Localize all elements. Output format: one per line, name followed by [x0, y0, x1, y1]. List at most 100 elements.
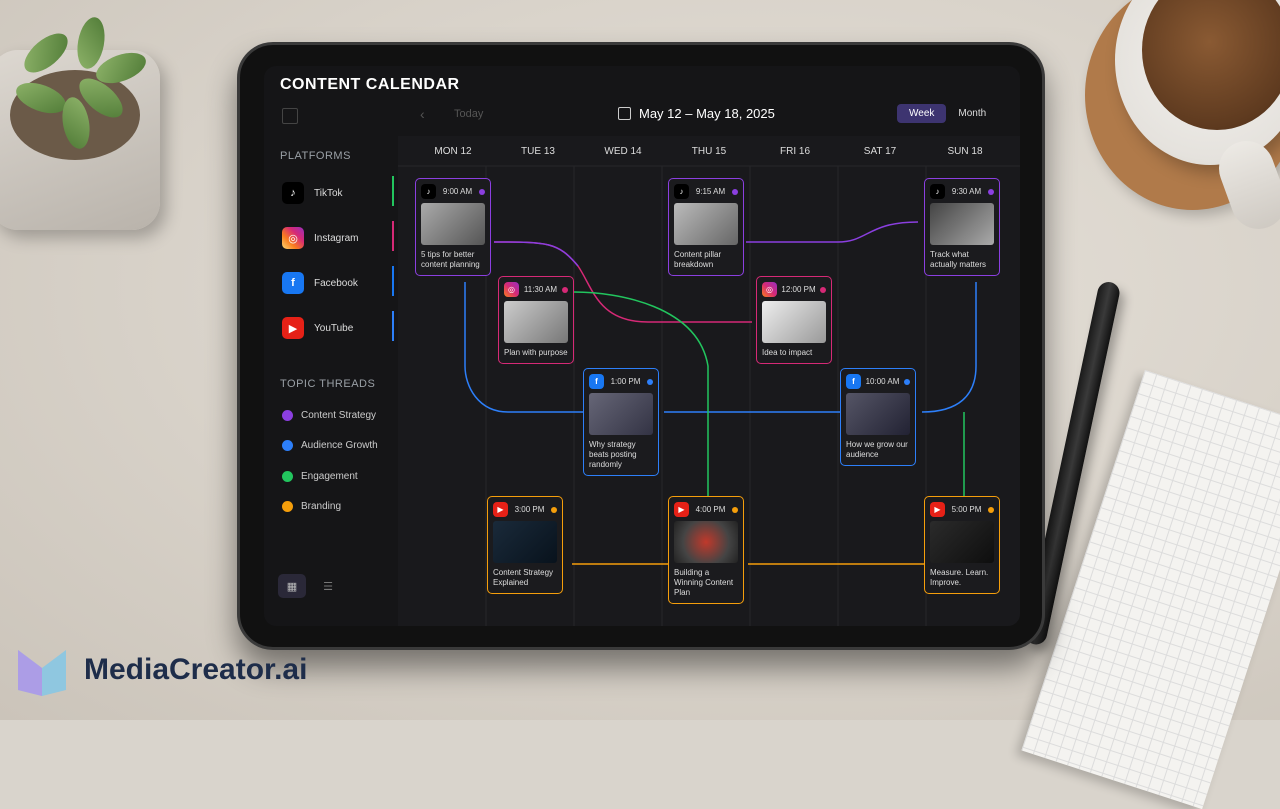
day-header: THU 15 — [691, 146, 727, 157]
status-dot — [550, 506, 557, 513]
platform-label: Instagram — [314, 232, 359, 244]
post-caption: How we grow our audience — [846, 440, 908, 459]
post-thumbnail — [930, 203, 994, 245]
post-card[interactable]: ◎ 12:00 PM Idea to impact — [756, 276, 832, 364]
coffee — [1142, 0, 1280, 130]
sidebar-item-youtube[interactable]: ▶ YouTube — [282, 311, 394, 341]
facebook-icon: f — [282, 272, 304, 294]
post-caption: Building a Winning Content Plan — [674, 568, 734, 597]
tiktok-icon: ♪ — [421, 184, 436, 199]
instagram-icon: ◎ — [504, 282, 519, 297]
sidebar: PLATFORMS ♪ TikTok ◎ Instagram f Faceboo… — [264, 136, 398, 626]
post-caption: 5 tips for better content planning — [421, 250, 480, 269]
calendar-view-icon[interactable]: ▦ — [278, 574, 306, 598]
post-caption: Content Strategy Explained — [493, 568, 554, 587]
sidebar-item-facebook[interactable]: f Facebook — [282, 266, 394, 296]
post-card[interactable]: ▶ 5:00 PM Measure. Learn. Improve. — [924, 496, 1000, 594]
status-dot — [646, 378, 653, 385]
topic-item[interactable]: Audience Growth — [282, 440, 378, 451]
facebook-icon: f — [846, 374, 861, 389]
post-thumbnail — [674, 203, 738, 245]
post-caption: Why strategy beats posting randomly — [589, 440, 637, 469]
topic-item[interactable]: Branding — [282, 501, 341, 512]
status-dot — [478, 188, 485, 195]
status-dot — [987, 506, 994, 513]
previous-week-button[interactable]: ‹ — [420, 106, 425, 122]
calendar-toggle-icon[interactable] — [282, 108, 298, 124]
post-caption: Content pillar breakdown — [674, 250, 722, 269]
instagram-icon: ◎ — [762, 282, 777, 297]
post-card[interactable]: ▶ 4:00 PM Building a Winning Content Pla… — [668, 496, 744, 604]
topic-item[interactable]: Content Strategy — [282, 410, 376, 421]
day-header: SAT 17 — [863, 146, 897, 157]
topic-threads-heading: TOPIC THREADS — [280, 378, 376, 390]
sidebar-item-tiktok[interactable]: ♪ TikTok — [282, 176, 394, 206]
week-grid: MON 12 TUE 13 WED 14 THU 15 FRI 16 SAT 1… — [398, 136, 1020, 626]
instagram-icon: ◎ — [282, 227, 304, 249]
post-card[interactable]: f 10:00 AM How we grow our audience — [840, 368, 916, 466]
post-card[interactable]: ♪ 9:00 AM 5 tips for better content plan… — [415, 178, 491, 276]
day-header: SUN 18 — [947, 146, 983, 157]
post-time: 5:00 PM — [951, 505, 982, 514]
week-view-button[interactable]: Week — [897, 104, 947, 123]
topic-item[interactable]: Engagement — [282, 471, 358, 482]
post-thumbnail — [589, 393, 653, 435]
sidebar-item-instagram[interactable]: ◎ Instagram — [282, 221, 394, 251]
post-caption: Measure. Learn. Improve. — [930, 568, 989, 587]
post-thumbnail — [930, 521, 994, 563]
post-caption: Plan with purpose — [504, 348, 568, 357]
status-dot — [562, 286, 568, 293]
youtube-icon: ▶ — [493, 502, 508, 517]
youtube-icon: ▶ — [930, 502, 945, 517]
post-thumbnail — [493, 521, 557, 563]
tiktok-icon: ♪ — [930, 184, 945, 199]
view-switcher: Week Month — [897, 104, 998, 123]
topic-label: Branding — [301, 501, 342, 512]
date-range-label: May 12 – May 18, 2025 — [639, 106, 775, 121]
post-card[interactable]: ♪ 9:30 AM Track what actually matters — [924, 178, 1000, 276]
topic-label: Engagement — [301, 471, 358, 482]
platform-label: Facebook — [314, 277, 358, 289]
post-time: 9:15 AM — [695, 187, 726, 196]
post-time: 9:30 AM — [951, 187, 982, 196]
status-dot — [820, 286, 826, 293]
today-button[interactable]: Today — [454, 108, 484, 120]
post-card[interactable]: ▶ 3:00 PM Content Strategy Explained — [487, 496, 563, 594]
post-card[interactable]: f 1:00 PM Why strategy beats posting ran… — [583, 368, 659, 476]
month-view-button[interactable]: Month — [958, 108, 987, 119]
post-time: 4:00 PM — [695, 505, 726, 514]
post-time: 3:00 PM — [514, 505, 545, 514]
platforms-heading: PLATFORMS — [280, 150, 351, 162]
status-dot — [731, 506, 738, 513]
day-header: WED 14 — [604, 146, 642, 157]
youtube-icon: ▶ — [674, 502, 689, 517]
post-time: 11:30 AM — [523, 285, 558, 294]
calendar-icon — [618, 107, 631, 120]
platform-indicator — [392, 176, 394, 206]
post-time: 1:00 PM — [610, 377, 641, 386]
topic-thread-lines — [398, 165, 1020, 626]
platform-indicator — [392, 221, 394, 251]
platform-indicator — [392, 311, 394, 341]
status-dot — [904, 378, 910, 385]
topic-color-dot — [282, 471, 293, 482]
post-thumbnail — [421, 203, 485, 245]
view-mode-buttons: ▦ ☰ — [278, 574, 342, 598]
post-time: 9:00 AM — [442, 187, 473, 196]
date-range: May 12 – May 18, 2025 — [618, 106, 775, 121]
list-view-icon[interactable]: ☰ — [323, 580, 333, 593]
post-card[interactable]: ♪ 9:15 AM Content pillar breakdown — [668, 178, 744, 276]
topic-color-dot — [282, 501, 293, 512]
topic-color-dot — [282, 410, 293, 421]
status-dot — [987, 188, 994, 195]
facebook-icon: f — [589, 374, 604, 389]
calendar-screen: CONTENT CALENDAR ‹ Today May 12 – May 18… — [264, 66, 1020, 626]
mediacreator-logo-icon — [18, 650, 66, 696]
post-thumbnail — [504, 301, 568, 343]
day-header: MON 12 — [434, 146, 472, 157]
platform-label: TikTok — [314, 187, 343, 199]
post-thumbnail — [762, 301, 826, 343]
post-card[interactable]: ◎ 11:30 AM Plan with purpose — [498, 276, 574, 364]
day-header: FRI 16 — [779, 146, 811, 157]
tiktok-icon: ♪ — [674, 184, 689, 199]
